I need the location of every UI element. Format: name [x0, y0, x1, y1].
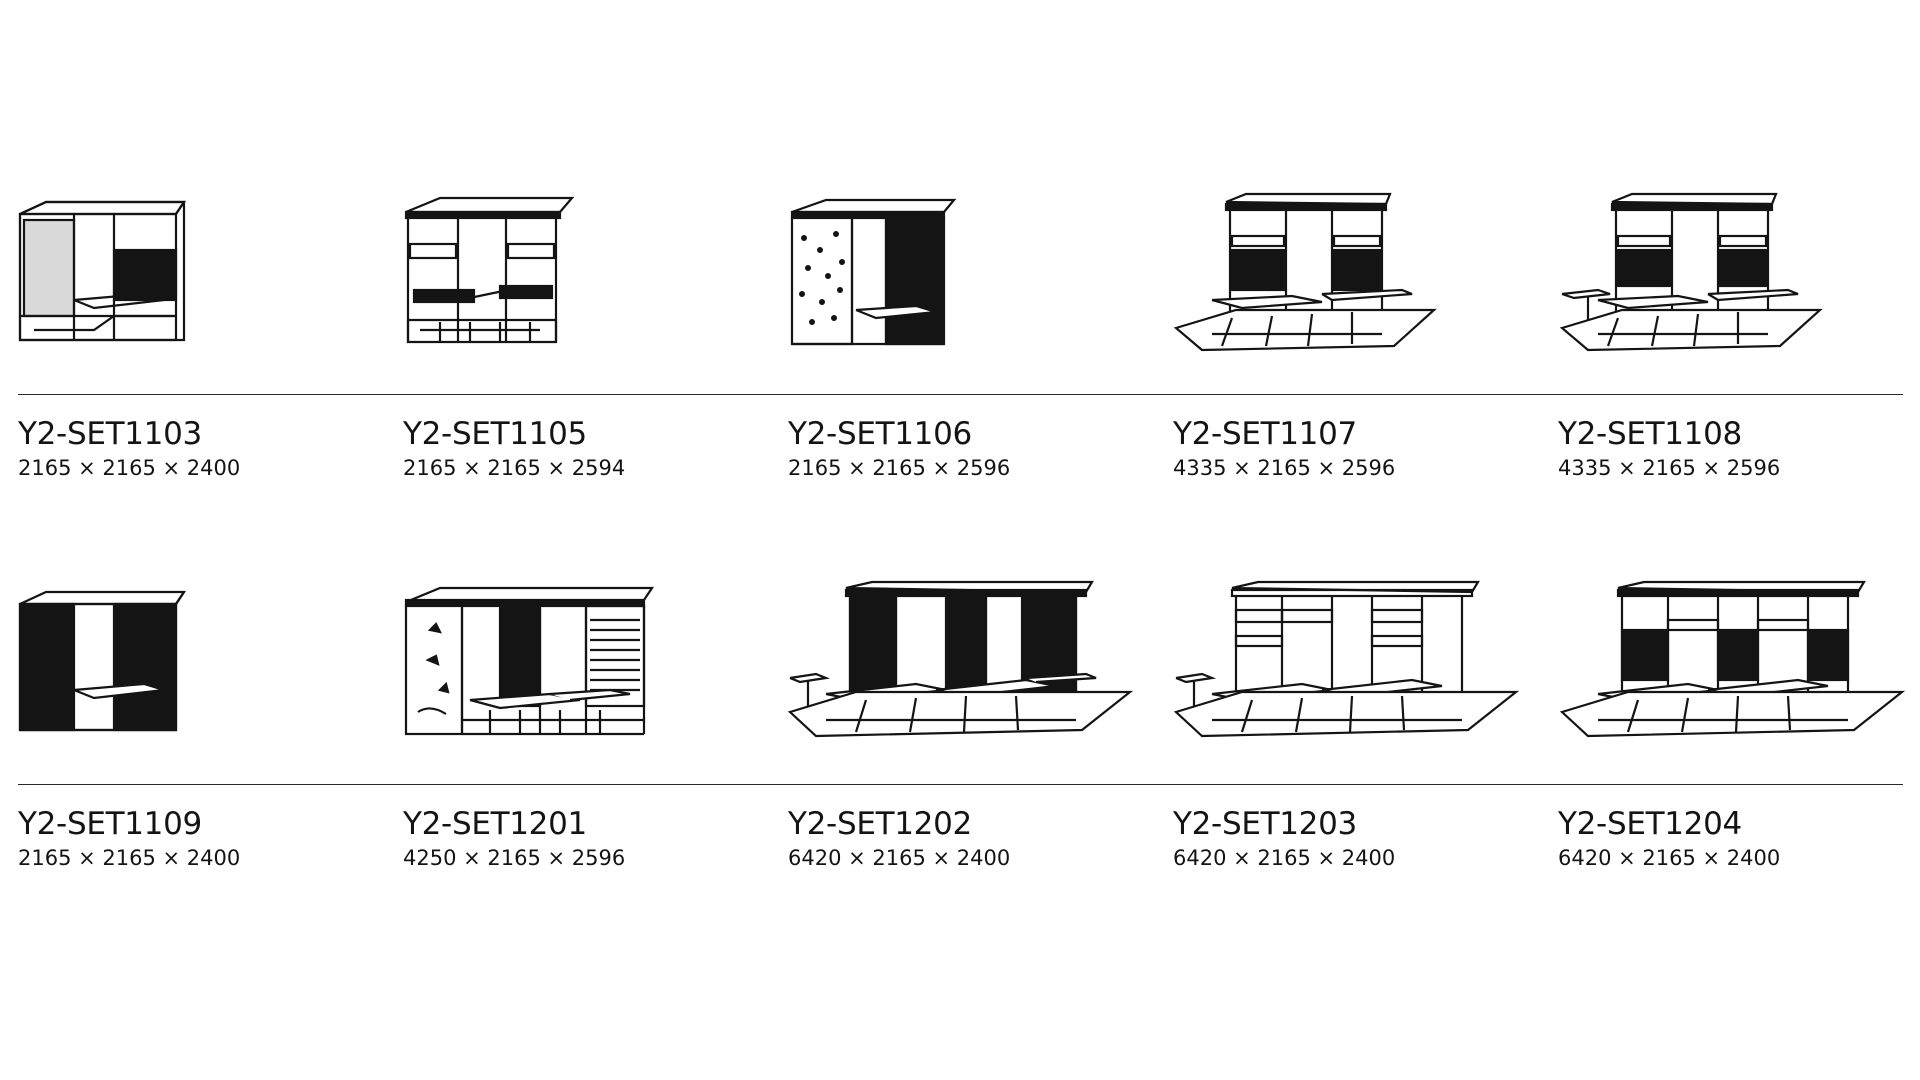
illustration-strip — [0, 190, 1920, 370]
product-dimensions: 4250 × 2165 × 2596 — [403, 846, 626, 870]
illustration-strip — [0, 580, 1920, 760]
product-dimensions: 2165 × 2165 × 2400 — [18, 846, 241, 870]
product-dimensions: 2165 × 2165 × 2596 — [788, 456, 1011, 480]
product-card: Y2-SET1201 4250 × 2165 × 2596 — [403, 806, 773, 872]
product-code: Y2-SET1202 — [788, 806, 972, 842]
module-drawing — [400, 580, 780, 760]
pavilion-illustration — [787, 580, 1134, 738]
product-code: Y2-SET1105 — [403, 416, 587, 452]
module-drawing — [1172, 190, 1552, 370]
module-drawing — [1558, 580, 1920, 760]
product-dimensions: 2165 × 2165 × 2400 — [18, 456, 241, 480]
product-dimensions: 6420 × 2165 × 2400 — [1558, 846, 1781, 870]
module-drawing — [1172, 580, 1552, 760]
product-card: Y2-SET1203 6420 × 2165 × 2400 — [1173, 806, 1543, 872]
pavilion-illustration — [1173, 580, 1520, 738]
product-card: Y2-SET1202 6420 × 2165 × 2400 — [788, 806, 1158, 872]
product-card: Y2-SET1108 4335 × 2165 × 2596 — [1558, 416, 1920, 482]
product-card: Y2-SET1106 2165 × 2165 × 2596 — [788, 416, 1158, 482]
module-drawing — [786, 190, 1166, 370]
product-code: Y2-SET1106 — [788, 416, 972, 452]
divider-line — [18, 784, 1903, 785]
module-drawing — [786, 580, 1166, 760]
module-drawing — [14, 190, 394, 370]
pavilion-illustration — [790, 198, 957, 346]
product-dimensions: 6420 × 2165 × 2400 — [788, 846, 1011, 870]
module-drawing — [1558, 190, 1920, 370]
product-card: Y2-SET1107 4335 × 2165 × 2596 — [1173, 416, 1543, 482]
product-dimensions: 6420 × 2165 × 2400 — [1173, 846, 1396, 870]
product-code: Y2-SET1107 — [1173, 416, 1357, 452]
pavilion-illustration — [1173, 192, 1437, 352]
product-code: Y2-SET1203 — [1173, 806, 1357, 842]
product-code: Y2-SET1109 — [18, 806, 202, 842]
product-code: Y2-SET1103 — [18, 416, 202, 452]
product-code: Y2-SET1204 — [1558, 806, 1742, 842]
module-drawing — [400, 190, 780, 370]
product-dimensions: 4335 × 2165 × 2596 — [1558, 456, 1781, 480]
product-code: Y2-SET1201 — [403, 806, 587, 842]
product-dimensions: 4335 × 2165 × 2596 — [1173, 456, 1396, 480]
pavilion-illustration — [18, 200, 187, 342]
product-card: Y2-SET1109 2165 × 2165 × 2400 — [18, 806, 388, 872]
product-code: Y2-SET1108 — [1558, 416, 1742, 452]
module-drawing — [14, 580, 394, 760]
product-card: Y2-SET1204 6420 × 2165 × 2400 — [1558, 806, 1920, 872]
pavilion-illustration — [404, 196, 575, 344]
product-card: Y2-SET1103 2165 × 2165 × 2400 — [18, 416, 388, 482]
pavilion-illustration — [404, 586, 655, 736]
pavilion-illustration — [18, 590, 187, 732]
divider-line — [18, 394, 1903, 395]
pavilion-illustration — [1559, 192, 1823, 352]
pavilion-illustration — [1559, 580, 1906, 738]
product-card: Y2-SET1105 2165 × 2165 × 2594 — [403, 416, 773, 482]
product-dimensions: 2165 × 2165 × 2594 — [403, 456, 626, 480]
